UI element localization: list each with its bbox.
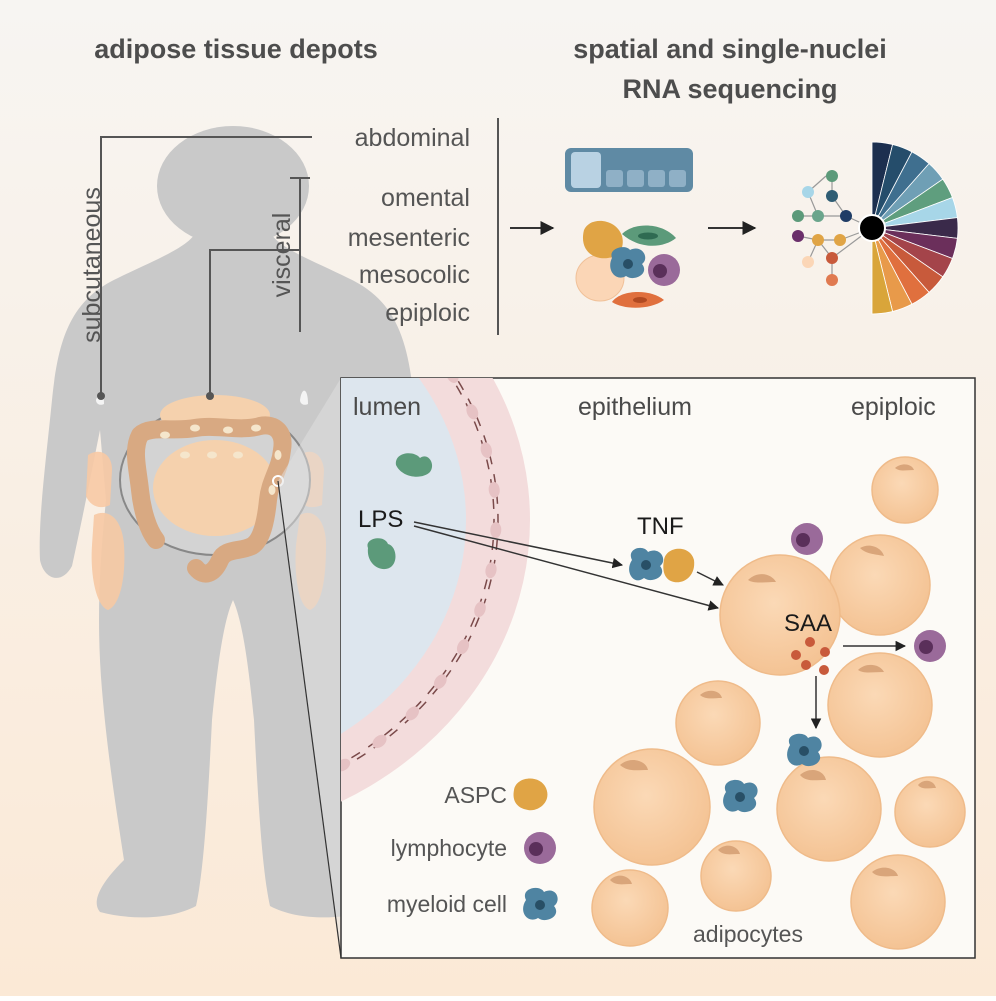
tnf-aspc-cell	[663, 548, 695, 583]
epithelial-nucleus	[466, 404, 479, 420]
label-subcutaneous: subcutaneous	[78, 187, 106, 343]
legend-aspc-icon	[513, 778, 548, 811]
epithelial-nucleus	[405, 706, 420, 721]
label-visceral: visceral	[268, 213, 296, 298]
single-nuclei-cells-icon	[575, 220, 680, 308]
label-mesocolic: mesocolic	[359, 261, 470, 289]
zoom-line	[277, 480, 342, 959]
fan-center	[858, 214, 886, 242]
legend: ASPC lymphocyte myeloid cell	[387, 778, 558, 921]
epithelial-nucleus	[488, 481, 500, 498]
free-myeloid-cell	[723, 779, 758, 813]
panel-lymphocyte-2	[914, 630, 946, 662]
tnf-myeloid-cell	[629, 547, 664, 581]
panel-lymphocyte-1	[791, 523, 823, 555]
epithelial-nucleus	[341, 758, 351, 772]
zoom-wedge	[278, 378, 341, 958]
lps-arrow-to-tnf	[413, 521, 624, 569]
legend-myeloid-icon	[523, 887, 558, 921]
label-omental: omental	[381, 184, 470, 212]
abdomen	[119, 395, 311, 583]
intestine	[126, 416, 292, 583]
subcutaneous-pointer-dot	[97, 392, 105, 400]
label-mesenteric: mesenteric	[348, 224, 470, 252]
legend-lymphocyte-icon	[524, 832, 556, 864]
epithelial-nucleus	[456, 639, 470, 655]
legend-lymphocyte-label: lymphocyte	[391, 835, 507, 861]
label-lps: LPS	[358, 506, 403, 533]
adipocyte-cluster	[591, 456, 966, 950]
spatial-slide-icon	[565, 148, 693, 192]
label-epiploic: epiploic	[851, 393, 936, 421]
title-sequencing-line1: spatial and single-nuclei	[573, 34, 887, 64]
epithelial-nucleus	[372, 734, 387, 749]
cluster-fan-icon	[871, 141, 959, 315]
label-epiploic-depot: epiploic	[385, 299, 470, 327]
title-sequencing-line2: RNA sequencing	[622, 74, 837, 104]
title-adipose-tissue-depots: adipose tissue depots	[94, 34, 378, 64]
epithelial-nucleus	[480, 442, 492, 458]
lps-arrow-to-adipocyte	[413, 525, 720, 611]
legend-aspc-label: ASPC	[444, 782, 507, 808]
legend-myeloid-label: myeloid cell	[387, 891, 507, 917]
label-tnf: TNF	[637, 513, 684, 540]
tight-junctions	[341, 378, 499, 770]
saa-target-myeloid-cell	[787, 733, 822, 767]
visceral-pointer-dot	[206, 392, 214, 400]
label-adipocytes: adipocytes	[693, 921, 803, 947]
label-abdominal: abdominal	[355, 124, 470, 152]
cell-lineage-nodes	[792, 170, 852, 286]
adipocyte-nuclei	[610, 464, 936, 885]
bacteria	[367, 453, 433, 570]
epithelial-nucleus	[446, 378, 459, 383]
epithelial-nucleus	[485, 562, 497, 579]
epithelial-nucleus	[433, 674, 447, 689]
label-lumen: lumen	[353, 393, 421, 421]
epithelial-cells	[341, 378, 502, 772]
lumen-region	[341, 378, 466, 734]
label-epithelium: epithelium	[578, 393, 692, 421]
epithelial-nucleus	[474, 601, 486, 618]
saa-particles	[791, 637, 830, 675]
label-saa: SAA	[784, 610, 832, 637]
epiploic-panel: lumen epithelium epiploic LPS TNF SAA ad…	[340, 377, 976, 959]
epithelial-nucleus	[490, 522, 502, 539]
depot-brackets	[100, 118, 499, 395]
tnf-arrow	[696, 571, 724, 586]
fan-segment	[871, 227, 894, 315]
